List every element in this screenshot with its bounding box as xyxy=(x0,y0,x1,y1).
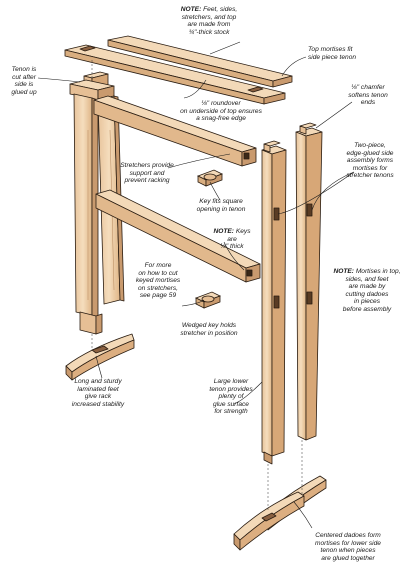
top-board-upper xyxy=(107,35,293,88)
callout-key-fits: Key fits square opening in tenon xyxy=(196,198,246,213)
note-keys-head: NOTE: xyxy=(213,228,234,235)
note-keys-body: Keys are ½" thick xyxy=(220,228,251,251)
lower-stretcher xyxy=(95,189,261,283)
note-mortises: NOTE: Mortises in top, sides, and feet a… xyxy=(328,268,406,314)
callout-large-lower: Large lower tenon provides plenty of glu… xyxy=(209,378,253,416)
right-side-inner xyxy=(261,140,287,465)
upper-key xyxy=(197,169,223,187)
callout-for-more: For more on how to cut keyed mortises on… xyxy=(135,262,181,300)
top-board-lower xyxy=(64,44,286,105)
left-side-assembly xyxy=(69,71,125,335)
note-materials-head: NOTE: xyxy=(180,6,202,13)
lower-key xyxy=(195,291,221,309)
right-side-outer xyxy=(295,122,323,441)
callout-long-sturdy: Long and sturdy laminated feet give rack… xyxy=(71,378,125,408)
callout-roundover: ⅛" roundover on underside of top ensures… xyxy=(180,100,262,123)
callout-wedged-key: Wedged key holds stretcher in position xyxy=(180,322,238,337)
note-mortises-body: Mortises in top, sides, and feet are mad… xyxy=(342,268,401,313)
callout-stretchers-support: Stretchers provide support and prevent r… xyxy=(120,162,174,185)
right-foot-front xyxy=(233,491,305,551)
left-foot xyxy=(65,333,135,381)
callout-tenon-cut: Tenon is cut after side is glued up xyxy=(11,66,37,96)
leader-lines xyxy=(37,41,355,529)
note-materials: NOTE: Feet, sides, stretchers, and top a… xyxy=(163,6,255,36)
callout-two-piece: Two-piece, edge-glued side assembly form… xyxy=(346,142,394,180)
callout-chamfer: ⅛" chamfer softens tenon ends xyxy=(348,84,388,107)
note-keys: NOTE: Keys are ½" thick xyxy=(210,228,254,251)
note-mortises-head: NOTE: xyxy=(333,268,354,275)
callout-centered-dadoes: Centered dadoes form mortises for lower … xyxy=(315,532,381,562)
alignment-lines xyxy=(91,60,303,510)
upper-stretcher xyxy=(93,95,257,167)
callout-top-mortises: Top mortises fit side piece tenon xyxy=(308,46,357,61)
note-materials-body: Feet, sides, stretchers, and top are mad… xyxy=(181,6,238,36)
